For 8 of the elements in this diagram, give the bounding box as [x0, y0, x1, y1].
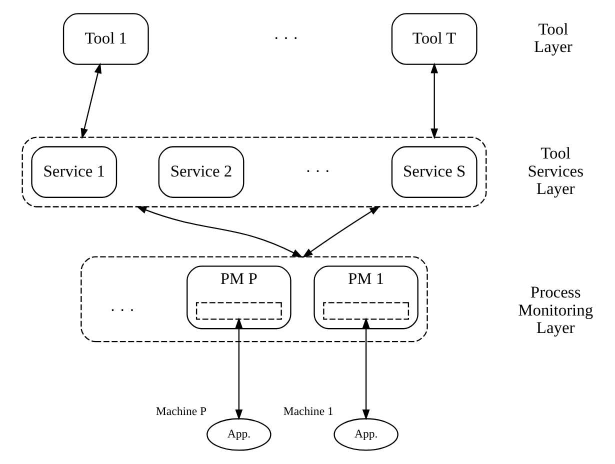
label: · · ·	[110, 300, 135, 320]
label: Tool Layer	[534, 20, 572, 56]
node-label: Machine P	[156, 405, 207, 418]
label: · · ·	[305, 161, 330, 180]
label: Process Monitoring Layer	[518, 282, 594, 337]
label: · · ·	[274, 28, 298, 48]
node-label: Machine 1	[283, 405, 334, 418]
label: Tool Services Layer	[528, 144, 584, 198]
